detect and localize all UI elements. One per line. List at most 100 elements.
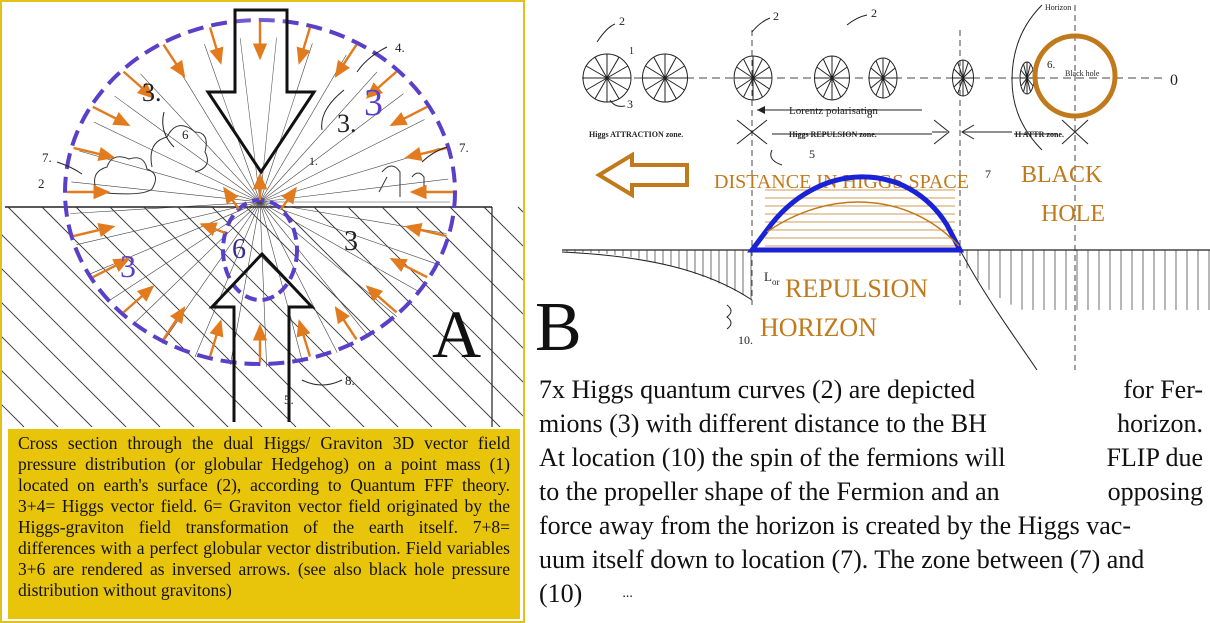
- text-row: force away from the horizon is created b…: [539, 509, 1203, 543]
- graviton-pressure-arrow-up: [208, 251, 316, 422]
- orange-arrow: [92, 257, 131, 279]
- orange-arrow: [334, 43, 358, 78]
- text-left: mions (3) with different distance to the…: [539, 409, 987, 438]
- radial-line: [170, 56, 261, 203]
- hatch-line: [41, 206, 263, 428]
- orange-arrow: [365, 285, 398, 314]
- wheel-spoke: [594, 77, 608, 100]
- black-hole-circle: [1032, 33, 1118, 119]
- label-3-big-purple: 3: [364, 82, 383, 124]
- label-2-b: 2: [773, 9, 779, 23]
- wheel-spoke: [594, 56, 608, 79]
- hedgehog-diagram: 3. 3. 3 3 3 4. 5. 6 6 7. 7. 8. 2 1. A: [0, 8, 773, 428]
- text-left: force away from the horizon is created b…: [539, 511, 1131, 540]
- label-horizon-small: Horizon: [1045, 3, 1071, 12]
- wheel-spoke: [882, 67, 896, 79]
- black-hole-higgs-diagram: 2 2 2 1 3 5 6. 7 8 10. Horizon Black hol…: [535, 3, 1210, 371]
- radial-line: [194, 201, 261, 358]
- label-5-b: 5: [809, 147, 815, 161]
- wheel-spoke: [831, 66, 848, 79]
- text-right: opposing: [1107, 477, 1203, 506]
- text-right: ...: [622, 586, 633, 601]
- label-10-b: 10.: [738, 333, 753, 347]
- wheel-spoke: [752, 58, 763, 79]
- label-4: 4.: [395, 40, 405, 55]
- label-3-lower-right: 3: [344, 226, 358, 257]
- orange-arrow: [404, 223, 447, 238]
- hatch-line: [0, 232, 195, 428]
- wheel-spoke: [743, 77, 754, 98]
- label-3-lower-left: 3: [120, 248, 136, 284]
- orange-arrow: [122, 70, 155, 99]
- wheel-spoke: [831, 77, 848, 90]
- wheel-spoke: [957, 77, 964, 94]
- panel-a: 3. 3. 3 3 3 4. 5. 6 6 7. 7. 8. 2 1. A Cr…: [0, 0, 773, 623]
- explanation-text-b: 7x Higgs quantum curves (2) are depicted…: [539, 373, 1203, 611]
- orange-arrow: [389, 257, 428, 279]
- caption-box-a: Cross section through the dual Higgs/ Gr…: [8, 429, 520, 619]
- label-3-b: 3: [627, 97, 633, 111]
- radial-line: [76, 201, 261, 245]
- hatch-line: [7, 206, 229, 428]
- radial-line: [114, 95, 261, 203]
- text-left: (10): [539, 579, 583, 608]
- radial-line: [70, 201, 261, 214]
- wheel-spoke: [606, 56, 620, 79]
- wheel-spoke: [1026, 77, 1034, 87]
- wheel-spoke: [1026, 77, 1031, 92]
- orange-arrow: [122, 285, 155, 314]
- radial-line: [259, 43, 313, 203]
- curve-leaders: [596, 14, 868, 166]
- label-2-a: 2: [619, 14, 625, 28]
- hatch-line: [0, 300, 127, 428]
- wheel-spoke: [664, 56, 677, 79]
- orange-arrow: [296, 319, 312, 357]
- wheel-spoke: [1026, 69, 1034, 79]
- wheel-spoke: [752, 77, 770, 90]
- radial-line: [108, 201, 261, 302]
- orange-arrow: [73, 223, 116, 238]
- hatch-line: [245, 206, 467, 428]
- wheel-spoke: [1026, 64, 1031, 79]
- hatch-line: [143, 206, 365, 428]
- l-or-symbol: L: [764, 269, 772, 284]
- text-row: to the propeller shape of the Fermion an…: [539, 475, 1203, 509]
- wheel-spoke: [752, 66, 770, 79]
- radial-line: [259, 201, 338, 353]
- hatch-line: [75, 206, 297, 428]
- text-left: 7x Higgs quantum curves (2) are depicted: [539, 375, 976, 404]
- text-right: for Fer-: [1123, 375, 1203, 404]
- text-left: At location (10) the spin of the fermion…: [539, 443, 1006, 472]
- radial-line: [259, 71, 378, 203]
- wheel-spoke: [953, 68, 964, 79]
- label-6-b: 6.: [1047, 59, 1056, 71]
- hatch-line: [0, 266, 161, 428]
- text-right: FLIP due: [1106, 443, 1203, 472]
- hole-label: HOLE: [1041, 201, 1105, 227]
- wheel-spoke: [816, 66, 833, 79]
- text-left: uum itself down to location (7). The zon…: [539, 545, 1145, 574]
- wheel-spoke: [962, 77, 969, 94]
- label-1-b: 1: [629, 46, 634, 57]
- wheel-spoke: [962, 77, 973, 88]
- radial-line: [259, 201, 397, 317]
- black-label: BLACK: [1021, 162, 1103, 188]
- hatch-line: [483, 206, 705, 428]
- label-5: 5.: [284, 392, 294, 407]
- label-2: 2: [38, 176, 45, 191]
- higgs-repulsion-zone-label: Higgs REPULSION zone.: [789, 130, 877, 139]
- wheel-spoke: [831, 77, 842, 98]
- label-6-small: 6: [182, 127, 189, 142]
- wheel-spoke: [664, 65, 685, 79]
- zone-arrows: [736, 119, 1089, 145]
- wheel-spoke: [752, 77, 763, 98]
- wheel-spoke: [962, 68, 973, 79]
- text-row: uum itself down to location (7). The zon…: [539, 543, 1203, 577]
- orange-arrow: [365, 70, 398, 99]
- hatch-line: [109, 206, 331, 428]
- end-symbol: 0: [1170, 72, 1178, 89]
- label-7-b: 7: [985, 167, 991, 181]
- panel-letter-a: A: [432, 296, 481, 372]
- orange-arrow: [296, 27, 312, 65]
- radial-line: [259, 201, 304, 363]
